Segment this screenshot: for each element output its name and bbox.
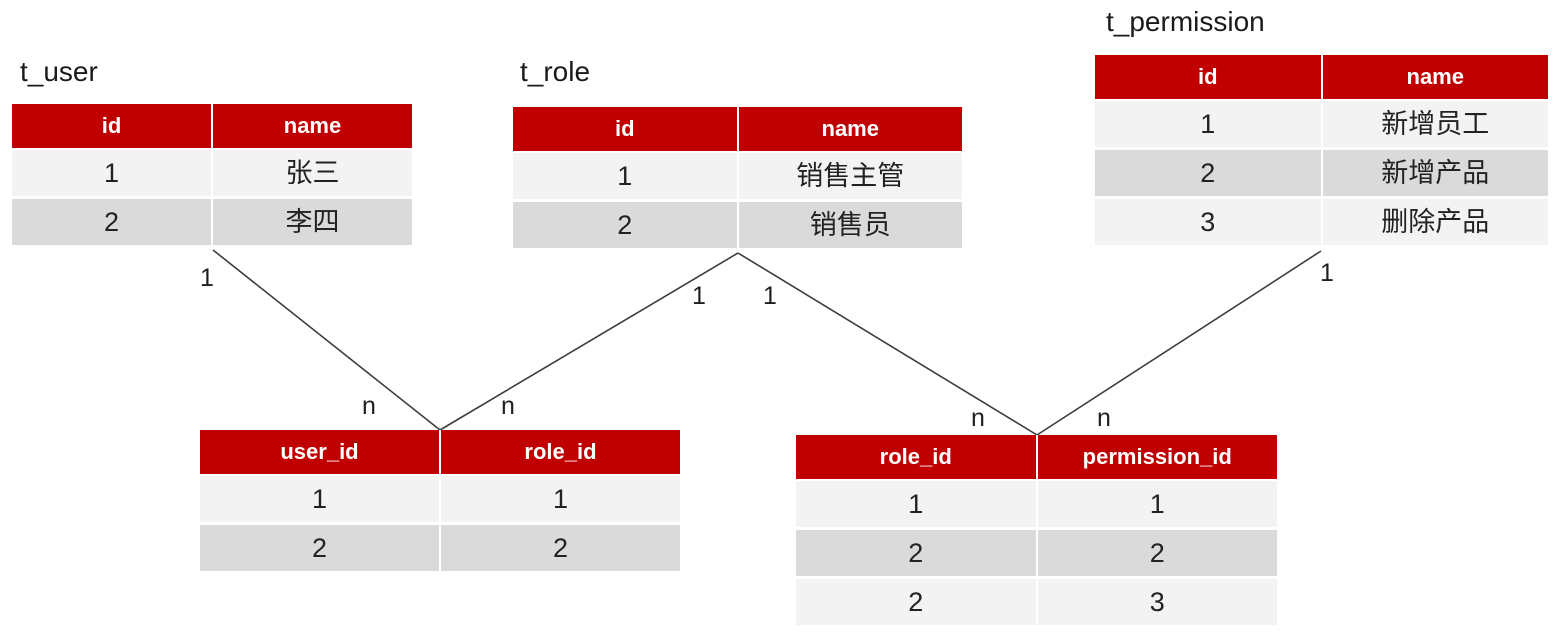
table-cell: 2 (552, 533, 569, 563)
column-header-name: name (283, 113, 342, 138)
table-header-row: id name (1095, 55, 1548, 101)
table-t-role-permission: role_id permission_id 1 1 2 2 2 3 (796, 435, 1277, 628)
table-header-row: id name (513, 107, 962, 153)
table-title-t-role: t_role (520, 56, 591, 87)
table-cell: 2 (1095, 150, 1323, 196)
table-cell: 新增员工 (1381, 109, 1490, 139)
line-role-to-rolepermission (737, 252, 1038, 436)
table-cell: 2 (12, 199, 213, 245)
table-cell: 1 (1095, 101, 1323, 147)
table-t-role: id name 1 销售主管 2 销售员 (513, 107, 962, 251)
table-cell: 3 (1095, 199, 1323, 245)
column-header-role-id: role_id (796, 435, 1038, 479)
table-t-user-role: user_id role_id 1 1 2 2 (200, 430, 680, 574)
column-header-name: name (821, 116, 879, 141)
column-header-id: id (12, 104, 213, 148)
cardinality-label-userrole-many-left: n (362, 392, 376, 420)
table-header-row: role_id permission_id (796, 435, 1277, 481)
table-cell: 销售主管 (796, 161, 905, 191)
table-cell: 1 (552, 484, 569, 514)
table-row: 2 李四 (12, 199, 412, 248)
table-cell: 李四 (285, 207, 340, 237)
column-header-name: name (1406, 64, 1464, 89)
cardinality-label-user-one: 1 (200, 264, 214, 292)
column-header-permission-id: permission_id (1082, 444, 1232, 469)
table-t-permission: id name 1 新增员工 2 新增产品 3 删除产品 (1095, 55, 1548, 248)
cardinality-label-role-one-left: 1 (692, 282, 706, 310)
table-cell: 3 (1149, 587, 1165, 617)
table-header-row: id name (12, 104, 412, 150)
table-row: 1 销售主管 (513, 153, 962, 202)
table-cell: 1 (200, 476, 441, 522)
line-permission-to-rolepermission (1036, 250, 1322, 436)
table-cell: 1 (1149, 489, 1165, 519)
cardinality-label-rolepermission-many-left: n (971, 404, 985, 432)
table-row: 2 3 (796, 579, 1277, 628)
table-row: 1 张三 (12, 150, 412, 199)
table-title-t-user: t_user (20, 56, 98, 87)
table-cell: 2 (200, 525, 441, 571)
table-cell: 1 (796, 481, 1038, 527)
table-cell: 销售员 (809, 210, 891, 240)
table-title-t-permission: t_permission (1106, 6, 1265, 37)
column-header-role-id: role_id (524, 439, 597, 464)
table-cell: 删除产品 (1381, 207, 1490, 237)
line-role-to-userrole (439, 252, 739, 431)
table-cell: 2 (796, 530, 1038, 576)
table-t-user: id name 1 张三 2 李四 (12, 104, 412, 248)
table-row: 2 2 (200, 525, 680, 574)
table-row: 2 2 (796, 530, 1277, 579)
column-header-user-id: user_id (200, 430, 441, 474)
table-cell: 1 (513, 153, 739, 199)
table-row: 1 1 (200, 476, 680, 525)
table-cell: 2 (513, 202, 739, 248)
table-row: 3 删除产品 (1095, 199, 1548, 248)
line-user-to-userrole (212, 249, 441, 431)
table-row: 1 新增员工 (1095, 101, 1548, 150)
table-cell: 2 (1149, 538, 1165, 568)
table-header-row: user_id role_id (200, 430, 680, 476)
table-cell: 张三 (285, 158, 340, 188)
cardinality-label-permission-one: 1 (1320, 259, 1334, 287)
table-row: 1 1 (796, 481, 1277, 530)
table-row: 2 新增产品 (1095, 150, 1548, 199)
cardinality-label-rolepermission-many-right: n (1097, 404, 1111, 432)
column-header-id: id (1095, 55, 1323, 99)
cardinality-label-userrole-many-right: n (501, 392, 515, 420)
table-cell: 1 (12, 150, 213, 196)
column-header-id: id (513, 107, 739, 151)
table-cell: 新增产品 (1381, 158, 1490, 188)
table-row: 2 销售员 (513, 202, 962, 251)
table-cell: 2 (796, 579, 1038, 625)
cardinality-label-role-one-right: 1 (763, 282, 777, 310)
